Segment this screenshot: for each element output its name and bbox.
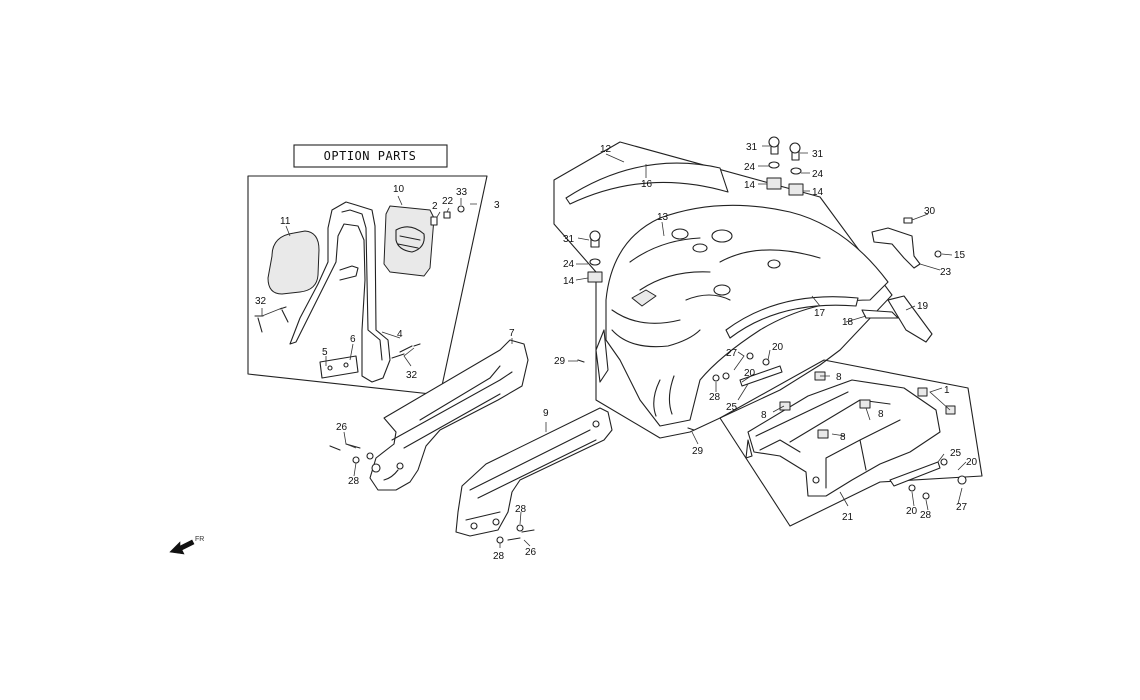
callout-30: 30 — [924, 206, 936, 217]
callout-32a: 32 — [255, 296, 267, 307]
callout-14c: 14 — [812, 187, 824, 198]
callout-14b: 14 — [744, 180, 756, 191]
callout-33: 33 — [456, 187, 468, 198]
callout-16: 16 — [641, 179, 653, 190]
callout-20d: 20 — [906, 506, 918, 517]
callouts: 3 10 11 2 22 33 32 4 5 6 32 7 9 26 28 28… — [255, 142, 978, 562]
callout-28a: 28 — [348, 476, 360, 487]
rear-fender-group — [553, 141, 933, 439]
callout-27b: 27 — [956, 502, 968, 513]
backrest-frame-inner — [339, 209, 383, 361]
callout-12: 12 — [600, 144, 612, 155]
spacer-2 — [430, 216, 438, 226]
front-label: FR — [195, 536, 204, 543]
option-parts-title-box — [293, 144, 448, 168]
callout-24b: 24 — [744, 162, 756, 173]
callout-19: 19 — [917, 301, 929, 312]
callout-2: 2 — [432, 201, 438, 212]
bracket-23 — [871, 227, 921, 269]
carrier-plate-detail — [395, 226, 425, 253]
callout-28c: 28 — [493, 551, 505, 562]
callout-8a: 8 — [836, 372, 842, 383]
callout-9: 9 — [543, 408, 549, 419]
license-bracket-21 — [747, 379, 941, 497]
callout-28d: 28 — [709, 392, 721, 403]
callout-32b: 32 — [406, 370, 418, 381]
callout-1: 1 — [944, 385, 950, 396]
bracket-19 — [887, 295, 933, 343]
callout-29b: 29 — [692, 446, 704, 457]
rear-rail-left — [369, 339, 529, 491]
bolt-33 — [457, 205, 465, 213]
rear-rail-9 — [455, 407, 613, 537]
callout-13: 13 — [657, 212, 669, 223]
callout-7: 7 — [509, 328, 515, 339]
washer-28a — [352, 456, 360, 464]
callout-27a: 27 — [726, 348, 738, 359]
callout-31a: 31 — [563, 234, 575, 245]
callout-8d: 8 — [878, 409, 884, 420]
callout-28b: 28 — [515, 504, 527, 515]
callout-24c: 24 — [812, 169, 824, 180]
rear-rail-right — [455, 407, 613, 537]
callout-3: 3 — [494, 200, 500, 211]
callout-22: 22 — [442, 196, 454, 207]
bolt-32a — [254, 306, 289, 333]
callout-23: 23 — [940, 267, 952, 278]
backrest-pad — [267, 230, 320, 295]
callout-24a: 24 — [563, 259, 575, 270]
callout-4: 4 — [397, 329, 403, 340]
callout-29a: 29 — [554, 356, 566, 367]
callout-20a: 20 — [772, 342, 784, 353]
callout-20c: 20 — [966, 457, 978, 468]
leader-lines — [261, 145, 967, 548]
trim-strip-17 — [725, 296, 859, 339]
callout-10: 10 — [393, 184, 405, 195]
callout-6: 6 — [350, 334, 356, 345]
callout-11: 11 — [280, 216, 291, 227]
option-parts-title: OPTION PARTS — [324, 149, 417, 163]
callout-25b: 25 — [950, 448, 962, 459]
option-parts-group: OPTION PARTS — [247, 144, 488, 396]
arrow-icon — [169, 539, 195, 555]
callout-20b: 20 — [744, 368, 756, 379]
callout-26b: 26 — [525, 547, 537, 558]
bolt-32b — [391, 343, 421, 359]
fender-mount-hardware — [577, 136, 942, 431]
callout-28e: 28 — [920, 510, 932, 521]
callout-31b: 31 — [746, 142, 758, 153]
bolt-26b — [507, 529, 535, 541]
callout-21: 21 — [842, 512, 854, 523]
callout-26a: 26 — [336, 422, 348, 433]
callout-25a: 25 — [726, 402, 738, 413]
callout-14a: 14 — [563, 276, 575, 287]
callout-8b: 8 — [761, 410, 767, 421]
bracket-5 — [319, 355, 359, 379]
callout-5: 5 — [322, 347, 328, 358]
trim-strip-16 — [565, 162, 729, 205]
callout-15: 15 — [954, 250, 966, 261]
rear-rail-7 — [369, 339, 529, 491]
washer-22 — [443, 211, 451, 219]
backrest-frame — [289, 201, 391, 383]
bolt-26a — [329, 443, 361, 451]
callout-8c: 8 — [840, 432, 846, 443]
rod-25a — [739, 365, 783, 387]
license-group-boundary — [719, 359, 983, 527]
carrier-plate — [383, 205, 435, 277]
washer-28b — [496, 536, 504, 544]
front-direction-indicator: FR — [169, 536, 204, 555]
callout-31c: 31 — [812, 149, 824, 160]
callout-18: 18 — [842, 317, 854, 328]
rear-fender-13 — [605, 204, 889, 427]
callout-17: 17 — [814, 308, 826, 319]
rod-25b — [889, 461, 941, 487]
trim-18 — [861, 309, 899, 319]
